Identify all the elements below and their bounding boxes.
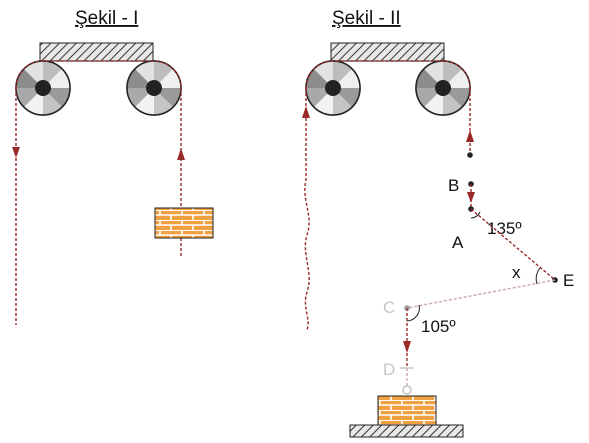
rope-e-c (406, 279, 556, 309)
rope-top-1 (15, 60, 182, 89)
figure-1-title: Şekil - I (75, 8, 138, 29)
angle-label-c: 105º (421, 317, 456, 336)
hook-icon (402, 385, 412, 395)
arrow-down-icon (403, 341, 411, 353)
label-c: C (383, 298, 395, 317)
label-d: D (383, 360, 395, 379)
brick-load-1 (154, 207, 214, 239)
rope-left-2 (304, 88, 310, 331)
angle-label-x: x (512, 263, 521, 282)
label-a: A (452, 233, 464, 252)
angle-arc-e (535, 267, 541, 285)
rope-a-e (470, 208, 556, 281)
arrow-up-icon (177, 148, 185, 160)
brick-load-2 (377, 395, 437, 426)
pulley-right-1 (126, 60, 182, 116)
label-b: B (448, 176, 459, 195)
arrow-up-icon (466, 130, 474, 142)
arrow-down-icon (12, 147, 20, 158)
rope-end-point (467, 152, 473, 158)
angle-label-a: 135º (487, 219, 522, 238)
ceiling-support-1 (39, 42, 154, 62)
ground-support (349, 424, 464, 438)
ceiling-support-2 (330, 42, 445, 62)
angle-arc-c (406, 304, 420, 322)
arrow-down-icon (467, 192, 475, 203)
figure-2-title: Şekil - II (332, 8, 401, 29)
angle-arc-a (470, 211, 481, 219)
arrow-up-icon (302, 106, 310, 118)
label-e: E (563, 271, 574, 290)
pulley-right-2 (415, 60, 471, 116)
rope-top-2 (305, 60, 471, 89)
